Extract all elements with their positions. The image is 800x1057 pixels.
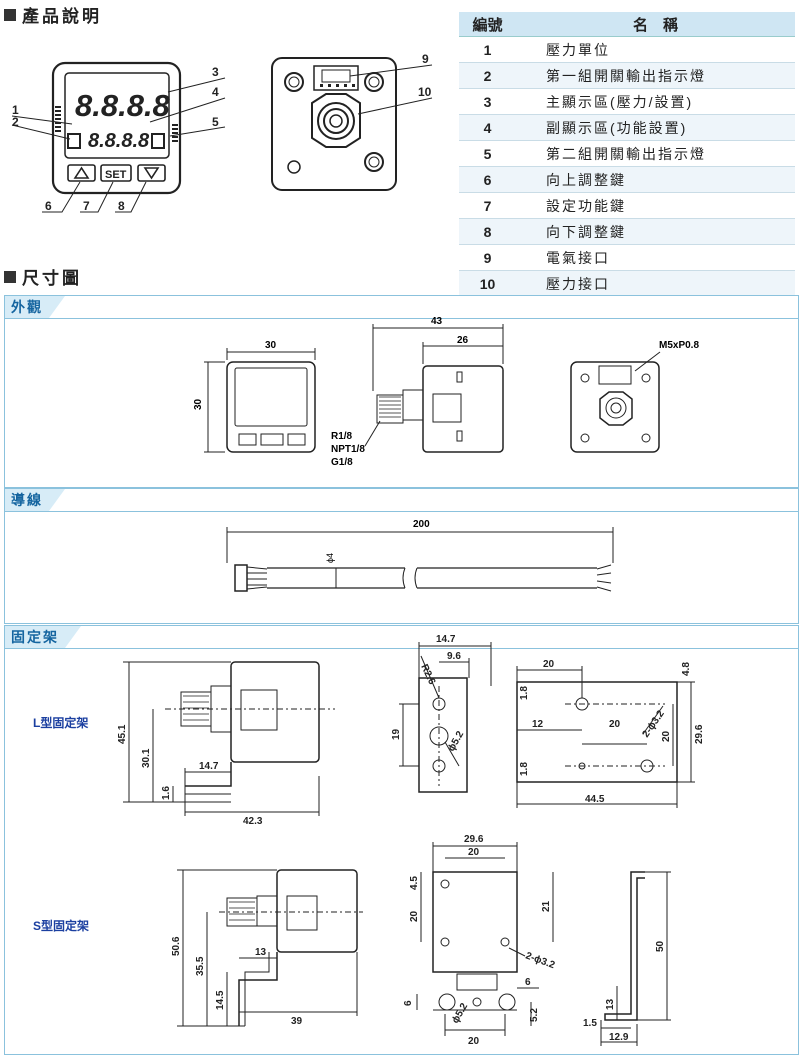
- cable-drawing: 200 ϕ4: [226, 519, 614, 592]
- s-h355: 35.5: [195, 956, 206, 976]
- svg-text:1: 1: [12, 103, 19, 117]
- l-t20b: 20: [609, 719, 621, 730]
- s-f20: 20: [468, 847, 480, 858]
- svg-text:3: 3: [212, 65, 219, 79]
- product-title: 產品說明: [22, 7, 102, 26]
- thread-g18: G1/8: [331, 457, 353, 468]
- dim-w30: 30: [265, 340, 277, 351]
- l-h45: 45.1: [117, 724, 128, 744]
- svg-text:2: 2: [12, 115, 19, 129]
- device-rear-figure: 9 10: [271, 52, 433, 191]
- l-b96: 9.6: [447, 651, 461, 662]
- col-header-no: 編號: [459, 12, 516, 37]
- s-p13: 13: [605, 998, 616, 1010]
- sub-digits: 8.8.8.8: [88, 130, 150, 152]
- svg-text:5: 5: [212, 115, 219, 129]
- l-h16: 1.6: [161, 786, 172, 800]
- square-bullet-icon: [4, 270, 16, 283]
- l-t20c: 20: [661, 730, 672, 742]
- l-r26: R2.6: [418, 663, 437, 687]
- s-f296: 29.6: [464, 834, 484, 845]
- device-front-figure: 8.8.8.8 8.8.8.8 SET 12 3 4 5 6 7 8: [11, 61, 226, 213]
- svg-text:8: 8: [118, 199, 125, 213]
- tab-appearance: 外觀: [5, 296, 65, 318]
- s-bracket-label: S型固定架: [33, 919, 90, 933]
- thread-m5: M5xP0.8: [659, 340, 699, 351]
- s-f52b: 5.2: [529, 1008, 540, 1022]
- l-t296: 29.6: [694, 724, 705, 744]
- s-f6b: 6: [403, 1000, 414, 1006]
- dimension-section-title: 尺寸圖: [4, 264, 82, 289]
- svg-text:9: 9: [422, 52, 429, 66]
- l-w147: 14.7: [199, 761, 219, 772]
- s-h145: 14.5: [215, 990, 226, 1010]
- l-h30: 30.1: [141, 748, 152, 768]
- cable-panel: 導線 200 ϕ4: [4, 488, 799, 624]
- l-bracket-label: L型固定架: [33, 716, 89, 730]
- l-d52: ϕ5.2: [446, 729, 466, 753]
- appearance-drawing: 30 30 43 26 R1/8 NPT1/8 G1/8: [193, 316, 699, 468]
- l-t20a: 20: [543, 659, 555, 670]
- l-t48: 4.8: [681, 662, 692, 676]
- dimension-title: 尺寸圖: [22, 269, 82, 288]
- l-h19: 19: [391, 728, 402, 740]
- thread-r18: R1/8: [331, 431, 353, 442]
- s-w13: 13: [255, 947, 267, 958]
- dim-l26: 26: [457, 335, 469, 346]
- thread-npt18: NPT1/8: [331, 444, 365, 455]
- s-p50: 50: [655, 940, 666, 952]
- set-key-label: SET: [105, 169, 127, 181]
- tab-cable: 導線: [5, 489, 65, 511]
- dim-l43: 43: [431, 316, 443, 327]
- dim-h30: 30: [193, 398, 204, 410]
- col-header-name: 名 稱: [516, 12, 795, 37]
- tab-bracket: 固定架: [5, 626, 81, 648]
- svg-text:6: 6: [45, 199, 52, 213]
- s-f52: ϕ5.2: [450, 1001, 470, 1025]
- appearance-panel: 外觀 30 30 43 26 R1/8 NPT1/8 G: [4, 295, 799, 488]
- l-t12: 12: [532, 719, 544, 730]
- bracket-panel: 固定架 L型固定架 S型固定架 45.1 30.1 1.6 14.7 42.3: [4, 625, 799, 1055]
- bracket-drawing: 45.1 30.1 1.6 14.7 42.3 14.7 9.6 R2.6 19…: [117, 634, 705, 1047]
- s-p129: 12.9: [609, 1032, 629, 1043]
- svg-text:4: 4: [212, 85, 219, 99]
- l-t18b: 1.8: [519, 762, 530, 776]
- s-h506: 50.6: [171, 936, 182, 956]
- svg-text:7: 7: [83, 199, 90, 213]
- l-w423: 42.3: [243, 816, 263, 827]
- s-f45: 4.5: [409, 876, 420, 890]
- s-f20b: 20: [409, 910, 420, 922]
- product-section-title: 產品說明: [4, 2, 102, 27]
- square-bullet-icon: [4, 8, 16, 21]
- l-b147: 14.7: [436, 634, 456, 645]
- s-f20c: 20: [468, 1036, 480, 1047]
- l-t445: 44.5: [585, 794, 605, 805]
- s-f32: 2-ϕ3.2: [524, 950, 557, 971]
- cable-diameter: ϕ4: [325, 553, 335, 563]
- main-digits: 8.8.8.8: [75, 88, 171, 123]
- s-f21: 21: [541, 900, 552, 912]
- svg-text:10: 10: [418, 85, 432, 99]
- s-p15: 1.5: [583, 1018, 597, 1029]
- l-t18a: 1.8: [519, 686, 530, 700]
- s-f6: 6: [525, 977, 531, 988]
- s-w39: 39: [291, 1016, 303, 1027]
- cable-length: 200: [413, 519, 430, 530]
